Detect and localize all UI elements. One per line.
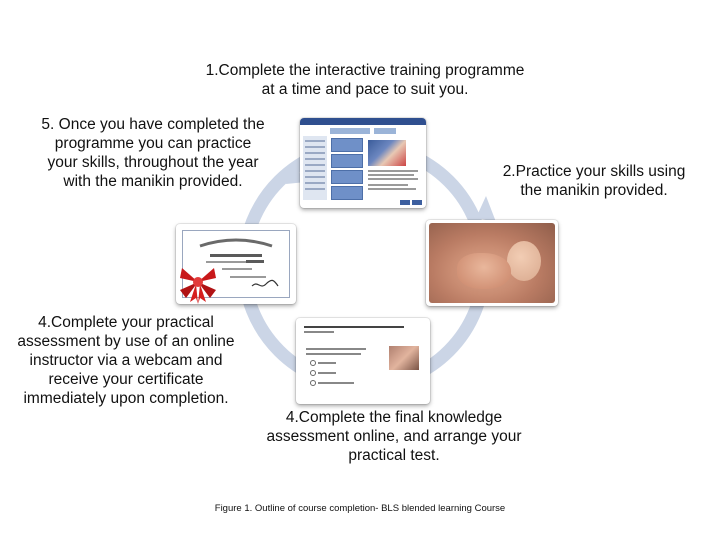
step-2-text: 2.Practice your skills using the manikin… [502,163,686,199]
cpr-hands-icon [429,223,555,303]
step-1-text: 1.Complete the interactive training prog… [205,62,525,98]
quiz-photo-icon [389,346,419,370]
certificate-arc-icon [199,238,273,248]
cpr-training-thumbnail-icon [368,140,406,166]
step-5-text: 5. Once you have completed the programme… [41,116,265,190]
figure-caption: Figure 1. Outline of course completion- … [214,503,506,514]
signature-icon [251,279,279,287]
cpr-manikin-photo [426,220,558,306]
step-4-text: 4.Complete your practical assessment by … [17,314,235,407]
cycle-arrow-icon [476,196,496,222]
step-3-text: 4.Complete the final knowledge assessmen… [266,409,522,464]
certificate-image [176,224,296,304]
certificate-ribbon-icon [180,268,216,304]
online-assessment-screenshot [296,318,430,404]
training-programme-screenshot [300,118,426,208]
